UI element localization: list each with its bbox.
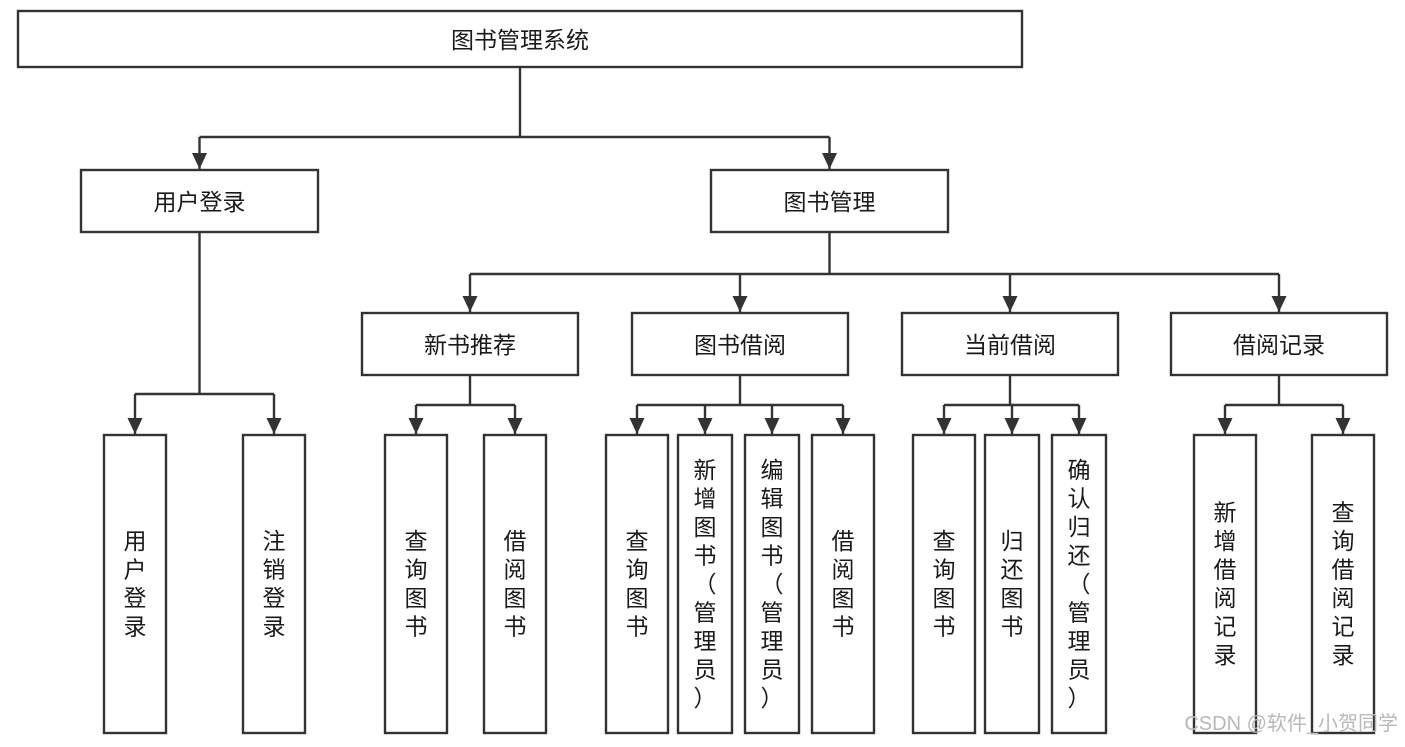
node-label-leaf-borrow-book: 借阅图书 [832, 528, 855, 640]
node-box-leaf-return-book[interactable] [983, 433, 1041, 735]
arrow-head-icon [629, 418, 645, 434]
node-leaf-user-login[interactable]: 用户登录 [102, 433, 168, 735]
node-leaf-query-book-current[interactable]: 查询图书 [911, 433, 977, 735]
node-box-current-borrow[interactable] [900, 311, 1120, 377]
node-box-leaf-user-login[interactable] [102, 433, 168, 735]
node-box-user-login[interactable] [79, 168, 320, 234]
arrow-head-icon [764, 418, 780, 434]
node-label-leaf-query-book-rec: 查询图书 [405, 528, 428, 640]
node-label-new-book-recommend: 新书推荐 [424, 332, 516, 358]
node-label-root: 图书管理系统 [451, 27, 589, 53]
node-leaf-query-book-rec[interactable]: 查询图书 [383, 433, 449, 735]
node-box-leaf-edit-book[interactable] [743, 433, 801, 735]
node-label-leaf-add-record: 新增借阅记录 [1214, 500, 1237, 669]
node-leaf-return-book[interactable]: 归还图书 [983, 433, 1041, 735]
node-box-leaf-add-record[interactable] [1192, 433, 1258, 735]
node-label-leaf-user-login: 用户登录 [124, 528, 147, 640]
csdn-watermark: CSDN @软件_小贺同学 [1184, 712, 1398, 735]
arrow-head-icon [1071, 418, 1087, 434]
node-box-book-borrow[interactable] [630, 311, 850, 377]
arrow-head-icon [732, 296, 748, 312]
node-leaf-edit-book[interactable]: 编辑图书（管理员） [743, 433, 801, 735]
node-label-leaf-return-book: 归还图书 [1001, 528, 1024, 640]
arrow-head-icon [266, 418, 282, 434]
node-leaf-add-book[interactable]: 新增图书（管理员） [676, 433, 734, 735]
node-label-leaf-edit-book: 编辑图书（管理员） [761, 457, 784, 711]
node-box-leaf-borrow-book[interactable] [810, 433, 876, 735]
node-label-leaf-add-book: 新增图书（管理员） [694, 457, 717, 711]
arrow-head-icon [408, 418, 424, 434]
node-label-leaf-logout: 注销登录 [263, 528, 286, 640]
node-label-leaf-query-book-borrow: 查询图书 [626, 528, 649, 640]
arrow-head-icon [507, 418, 523, 434]
arrow-head-icon [127, 418, 143, 434]
node-box-leaf-query-book-borrow[interactable] [604, 433, 670, 735]
node-label-book-manage: 图书管理 [784, 189, 876, 215]
node-box-leaf-query-book-current[interactable] [911, 433, 977, 735]
arrow-head-icon [835, 418, 851, 434]
node-leaf-confirm-return[interactable]: 确认归还（管理员） [1050, 433, 1108, 735]
node-book-borrow[interactable]: 图书借阅 [630, 311, 850, 377]
arrow-head-icon [1002, 296, 1018, 312]
node-label-leaf-confirm-return: 确认归还（管理员） [1068, 457, 1091, 711]
node-current-borrow[interactable]: 当前借阅 [900, 311, 1120, 377]
nodes-layer: 图书管理系统用户登录图书管理新书推荐图书借阅当前借阅借阅记录用户登录注销登录查询… [16, 9, 1389, 735]
node-label-current-borrow: 当前借阅 [964, 332, 1056, 358]
node-box-borrow-record[interactable] [1169, 311, 1389, 377]
arrow-head-icon [462, 296, 478, 312]
node-box-leaf-confirm-return[interactable] [1050, 433, 1108, 735]
arrow-head-icon [192, 153, 207, 169]
node-box-root[interactable] [16, 9, 1024, 69]
node-box-leaf-logout[interactable] [241, 433, 307, 735]
node-label-leaf-query-record: 查询借阅记录 [1332, 500, 1355, 669]
node-box-leaf-query-book-rec[interactable] [383, 433, 449, 735]
node-leaf-borrow-book[interactable]: 借阅图书 [810, 433, 876, 735]
arrow-head-icon [1217, 418, 1233, 434]
arrow-head-icon [1004, 418, 1020, 434]
node-leaf-borrow-book-rec[interactable]: 借阅图书 [482, 433, 548, 735]
node-label-borrow-record: 借阅记录 [1233, 332, 1325, 358]
arrow-head-icon [822, 153, 837, 169]
arrow-head-icon [936, 418, 952, 434]
arrow-head-icon [1335, 418, 1351, 434]
node-borrow-record[interactable]: 借阅记录 [1169, 311, 1389, 377]
node-label-leaf-borrow-book-rec: 借阅图书 [504, 528, 527, 640]
node-root[interactable]: 图书管理系统 [16, 9, 1024, 69]
node-leaf-logout[interactable]: 注销登录 [241, 433, 307, 735]
node-label-user-login: 用户登录 [154, 189, 246, 215]
node-book-manage[interactable]: 图书管理 [709, 168, 950, 234]
node-box-leaf-add-book[interactable] [676, 433, 734, 735]
node-leaf-query-record[interactable]: 查询借阅记录 [1310, 433, 1376, 735]
connectors-layer [127, 67, 1351, 434]
node-new-book-recommend[interactable]: 新书推荐 [360, 311, 580, 377]
node-user-login[interactable]: 用户登录 [79, 168, 320, 234]
node-label-leaf-query-book-current: 查询图书 [933, 528, 956, 640]
node-leaf-add-record[interactable]: 新增借阅记录 [1192, 433, 1258, 735]
node-label-book-borrow: 图书借阅 [694, 332, 786, 358]
node-box-leaf-query-record[interactable] [1310, 433, 1376, 735]
node-box-book-manage[interactable] [709, 168, 950, 234]
node-leaf-query-book-borrow[interactable]: 查询图书 [604, 433, 670, 735]
node-box-new-book-recommend[interactable] [360, 311, 580, 377]
node-box-leaf-borrow-book-rec[interactable] [482, 433, 548, 735]
arrow-head-icon [1271, 296, 1287, 312]
arrow-head-icon [697, 418, 713, 434]
